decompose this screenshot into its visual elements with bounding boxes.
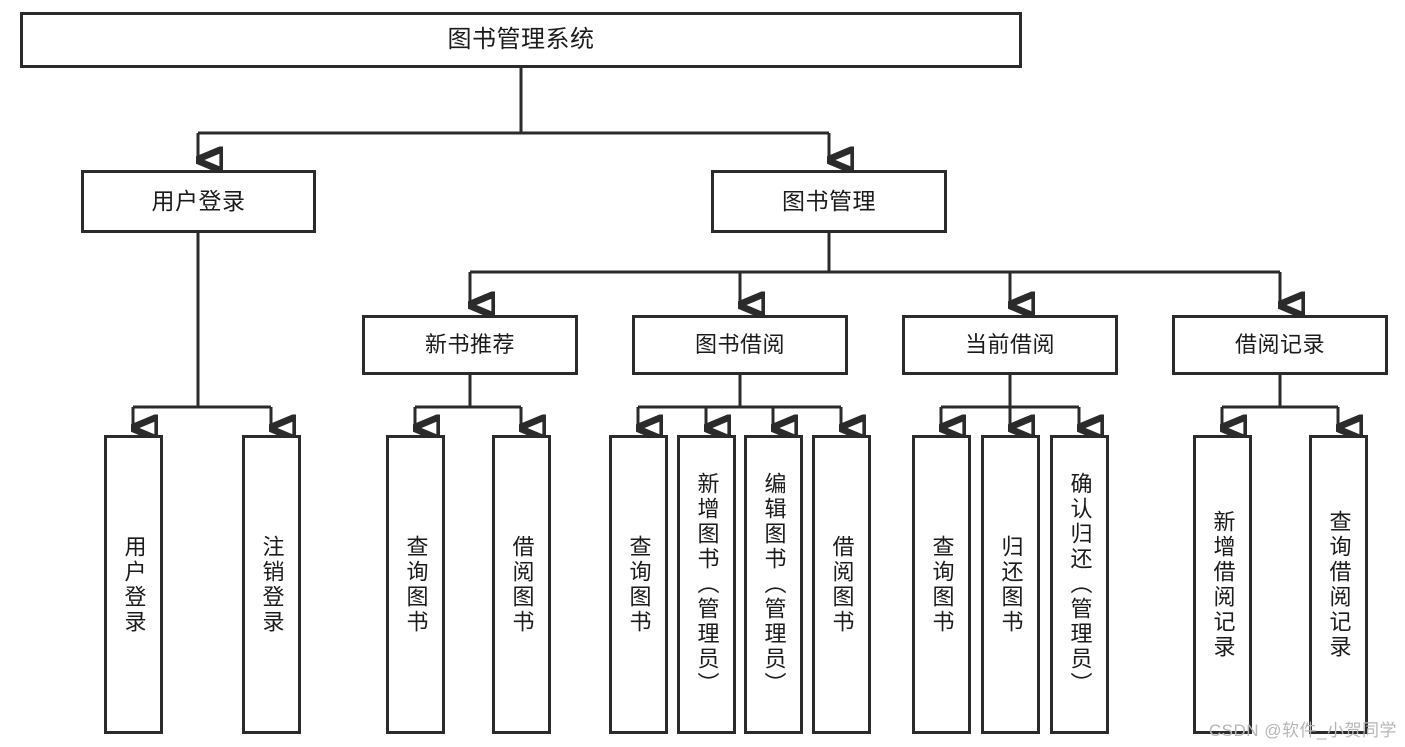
node-root-book-management-system[interactable]: 图书管理系统 bbox=[20, 12, 1022, 68]
node-label: 查询借阅记录 bbox=[1326, 509, 1352, 660]
node-label: 注销登录 bbox=[259, 534, 285, 635]
node-leaf-return-book[interactable]: 归还图书 bbox=[981, 435, 1040, 734]
node-leaf-query-book-current[interactable]: 查询图书 bbox=[912, 435, 971, 734]
node-label: 新增借阅记录 bbox=[1210, 509, 1236, 660]
node-label: 编辑图书（管理员） bbox=[761, 472, 787, 697]
node-label: 图书管理 bbox=[782, 187, 876, 214]
node-new-book-recommendation[interactable]: 新书推荐 bbox=[362, 315, 578, 375]
node-leaf-query-book-borrow[interactable]: 查询图书 bbox=[609, 435, 668, 734]
node-label: 新增图书（管理员） bbox=[694, 472, 720, 697]
node-label: 借阅图书 bbox=[829, 534, 855, 635]
node-leaf-borrow-book[interactable]: 借阅图书 bbox=[812, 435, 871, 734]
node-book-management[interactable]: 图书管理 bbox=[711, 170, 947, 233]
node-label: 用户登录 bbox=[151, 187, 246, 214]
node-label: 图书借阅 bbox=[694, 332, 785, 358]
node-label: 借阅记录 bbox=[1234, 332, 1325, 358]
node-label: 用户登录 bbox=[121, 534, 147, 635]
node-leaf-add-borrow-record[interactable]: 新增借阅记录 bbox=[1193, 435, 1252, 734]
node-label: 确认归还（管理员） bbox=[1067, 472, 1093, 697]
node-leaf-query-book-recommend[interactable]: 查询图书 bbox=[386, 435, 445, 734]
node-borrowing-record[interactable]: 借阅记录 bbox=[1172, 315, 1388, 375]
node-label: 查询图书 bbox=[626, 534, 652, 635]
node-leaf-user-logout[interactable]: 注销登录 bbox=[242, 435, 301, 734]
node-leaf-add-book-admin[interactable]: 新增图书（管理员） bbox=[677, 435, 736, 734]
node-label: 图书管理系统 bbox=[447, 25, 595, 53]
node-book-borrowing[interactable]: 图书借阅 bbox=[632, 315, 848, 375]
node-user-login[interactable]: 用户登录 bbox=[81, 170, 316, 233]
node-label: 归还图书 bbox=[998, 534, 1024, 635]
node-leaf-borrow-book-recommend[interactable]: 借阅图书 bbox=[492, 435, 551, 734]
node-leaf-edit-book-admin[interactable]: 编辑图书（管理员） bbox=[744, 435, 803, 734]
node-label: 新书推荐 bbox=[424, 332, 515, 358]
node-label: 查询图书 bbox=[403, 534, 429, 635]
watermark-text: CSDN @软件_小贺同学 bbox=[1208, 721, 1397, 740]
node-label: 查询图书 bbox=[929, 534, 955, 635]
node-leaf-confirm-return-admin[interactable]: 确认归还（管理员） bbox=[1050, 435, 1109, 734]
node-label: 当前借阅 bbox=[964, 332, 1055, 358]
node-leaf-user-login[interactable]: 用户登录 bbox=[104, 435, 163, 734]
node-current-borrowing[interactable]: 当前借阅 bbox=[902, 315, 1118, 375]
node-label: 借阅图书 bbox=[509, 534, 535, 635]
node-leaf-query-borrow-record[interactable]: 查询借阅记录 bbox=[1309, 435, 1368, 734]
